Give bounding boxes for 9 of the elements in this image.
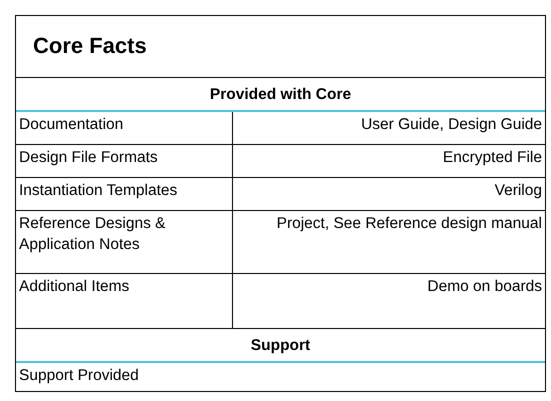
section-header: Provided with Core xyxy=(16,78,545,111)
row-label: Support Provided xyxy=(16,362,545,395)
row-label: Additional Items xyxy=(16,274,232,328)
title: Core Facts xyxy=(16,16,545,78)
row-label: Documentation xyxy=(16,111,232,144)
section-header: Support xyxy=(16,328,545,362)
row-label: Reference Designs & Application Notes xyxy=(16,210,232,274)
row-label: Instantiation Templates xyxy=(16,178,232,210)
row-label: Design File Formats xyxy=(16,144,232,178)
